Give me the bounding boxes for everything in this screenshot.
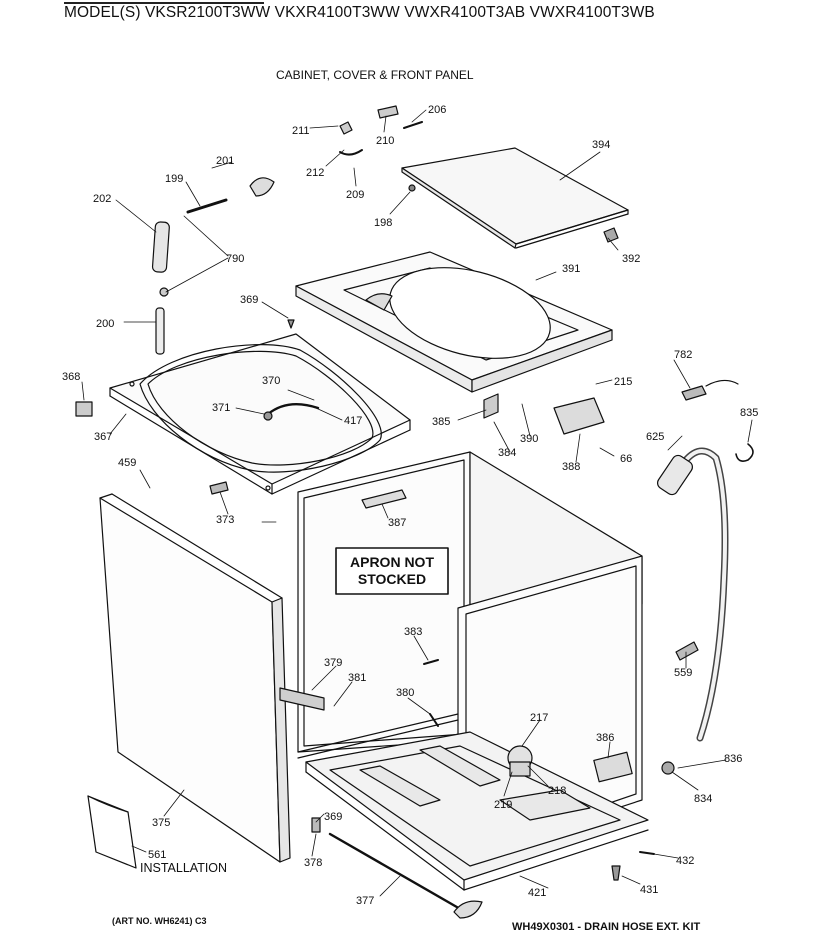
label-391: 391	[562, 263, 580, 275]
label-559: 559	[674, 667, 692, 679]
label-206: 206	[428, 104, 446, 116]
label-367: 367	[94, 431, 112, 443]
label-211: 211	[292, 125, 310, 137]
label-377: 377	[356, 895, 374, 907]
cabinet-top-frame	[109, 333, 411, 495]
model-title: MODEL(S) VKSR2100T3WW VKXR4100T3WW VWXR4…	[64, 4, 655, 21]
label-201: 201	[216, 155, 234, 167]
label-369-top: 369	[240, 294, 258, 306]
label-378: 378	[304, 857, 322, 869]
label-625: 625	[646, 431, 664, 443]
label-561: 561	[148, 849, 166, 861]
label-383: 383	[404, 626, 422, 638]
label-390: 390	[520, 433, 538, 445]
cover-391	[295, 251, 613, 393]
label-373: 373	[216, 514, 234, 526]
label-375: 375	[152, 817, 170, 829]
header-rule	[64, 2, 264, 4]
label-835: 835	[740, 407, 758, 419]
label-394: 394	[592, 139, 610, 151]
label-417: 417	[344, 415, 362, 427]
cabinet-body	[297, 451, 649, 891]
label-392: 392	[622, 253, 640, 265]
header: MODEL(S) VKSR2100T3WW VKXR4100T3WW VWXR4…	[0, 0, 816, 26]
label-387: 387	[388, 517, 406, 529]
label-218: 218	[548, 785, 566, 797]
label-385: 385	[432, 416, 450, 428]
label-215: 215	[614, 376, 632, 388]
label-380: 380	[396, 687, 414, 699]
notice-line1: APRON NOT	[350, 554, 434, 570]
label-198: 198	[374, 217, 392, 229]
label-217: 217	[530, 712, 548, 724]
label-199: 199	[165, 173, 183, 185]
label-368: 368	[62, 371, 80, 383]
label-210: 210	[376, 135, 394, 147]
label-384: 384	[498, 447, 516, 459]
part-labels: 211 210 206 394 201 199 202 212 209 198 …	[62, 104, 758, 907]
label-371: 371	[212, 402, 230, 414]
label-379: 379	[324, 657, 342, 669]
label-836: 836	[724, 753, 742, 765]
label-installation: INSTALLATION	[140, 861, 227, 875]
label-209: 209	[346, 189, 364, 201]
leader-lines	[81, 109, 753, 897]
art-number: (ART NO. WH6241) C3	[112, 916, 207, 926]
label-782: 782	[674, 349, 692, 361]
lid-394	[401, 147, 629, 249]
apron-notice-box: APRON NOT STOCKED	[335, 547, 449, 595]
label-212: 212	[306, 167, 324, 179]
label-219: 219	[494, 799, 512, 811]
label-386: 386	[596, 732, 614, 744]
label-432: 432	[676, 855, 694, 867]
installation-sheet-561	[87, 795, 137, 869]
label-381: 381	[348, 672, 366, 684]
label-790: 790	[226, 253, 244, 265]
front-panel-375	[99, 493, 291, 863]
label-459: 459	[118, 457, 136, 469]
section-title: CABINET, COVER & FRONT PANEL	[276, 68, 474, 82]
drain-hose-kit-note: WH49X0301 - DRAIN HOSE EXT. KIT	[512, 921, 701, 933]
label-834: 834	[694, 793, 712, 805]
label-202: 202	[93, 193, 111, 205]
notice-line2: STOCKED	[358, 571, 426, 587]
label-66: 66	[620, 453, 632, 465]
label-421: 421	[528, 887, 546, 899]
label-370: 370	[262, 375, 280, 387]
label-431: 431	[640, 884, 658, 896]
label-369-bottom: 369	[324, 811, 342, 823]
small-parts	[75, 105, 754, 919]
label-388: 388	[562, 461, 580, 473]
label-200: 200	[96, 318, 114, 330]
